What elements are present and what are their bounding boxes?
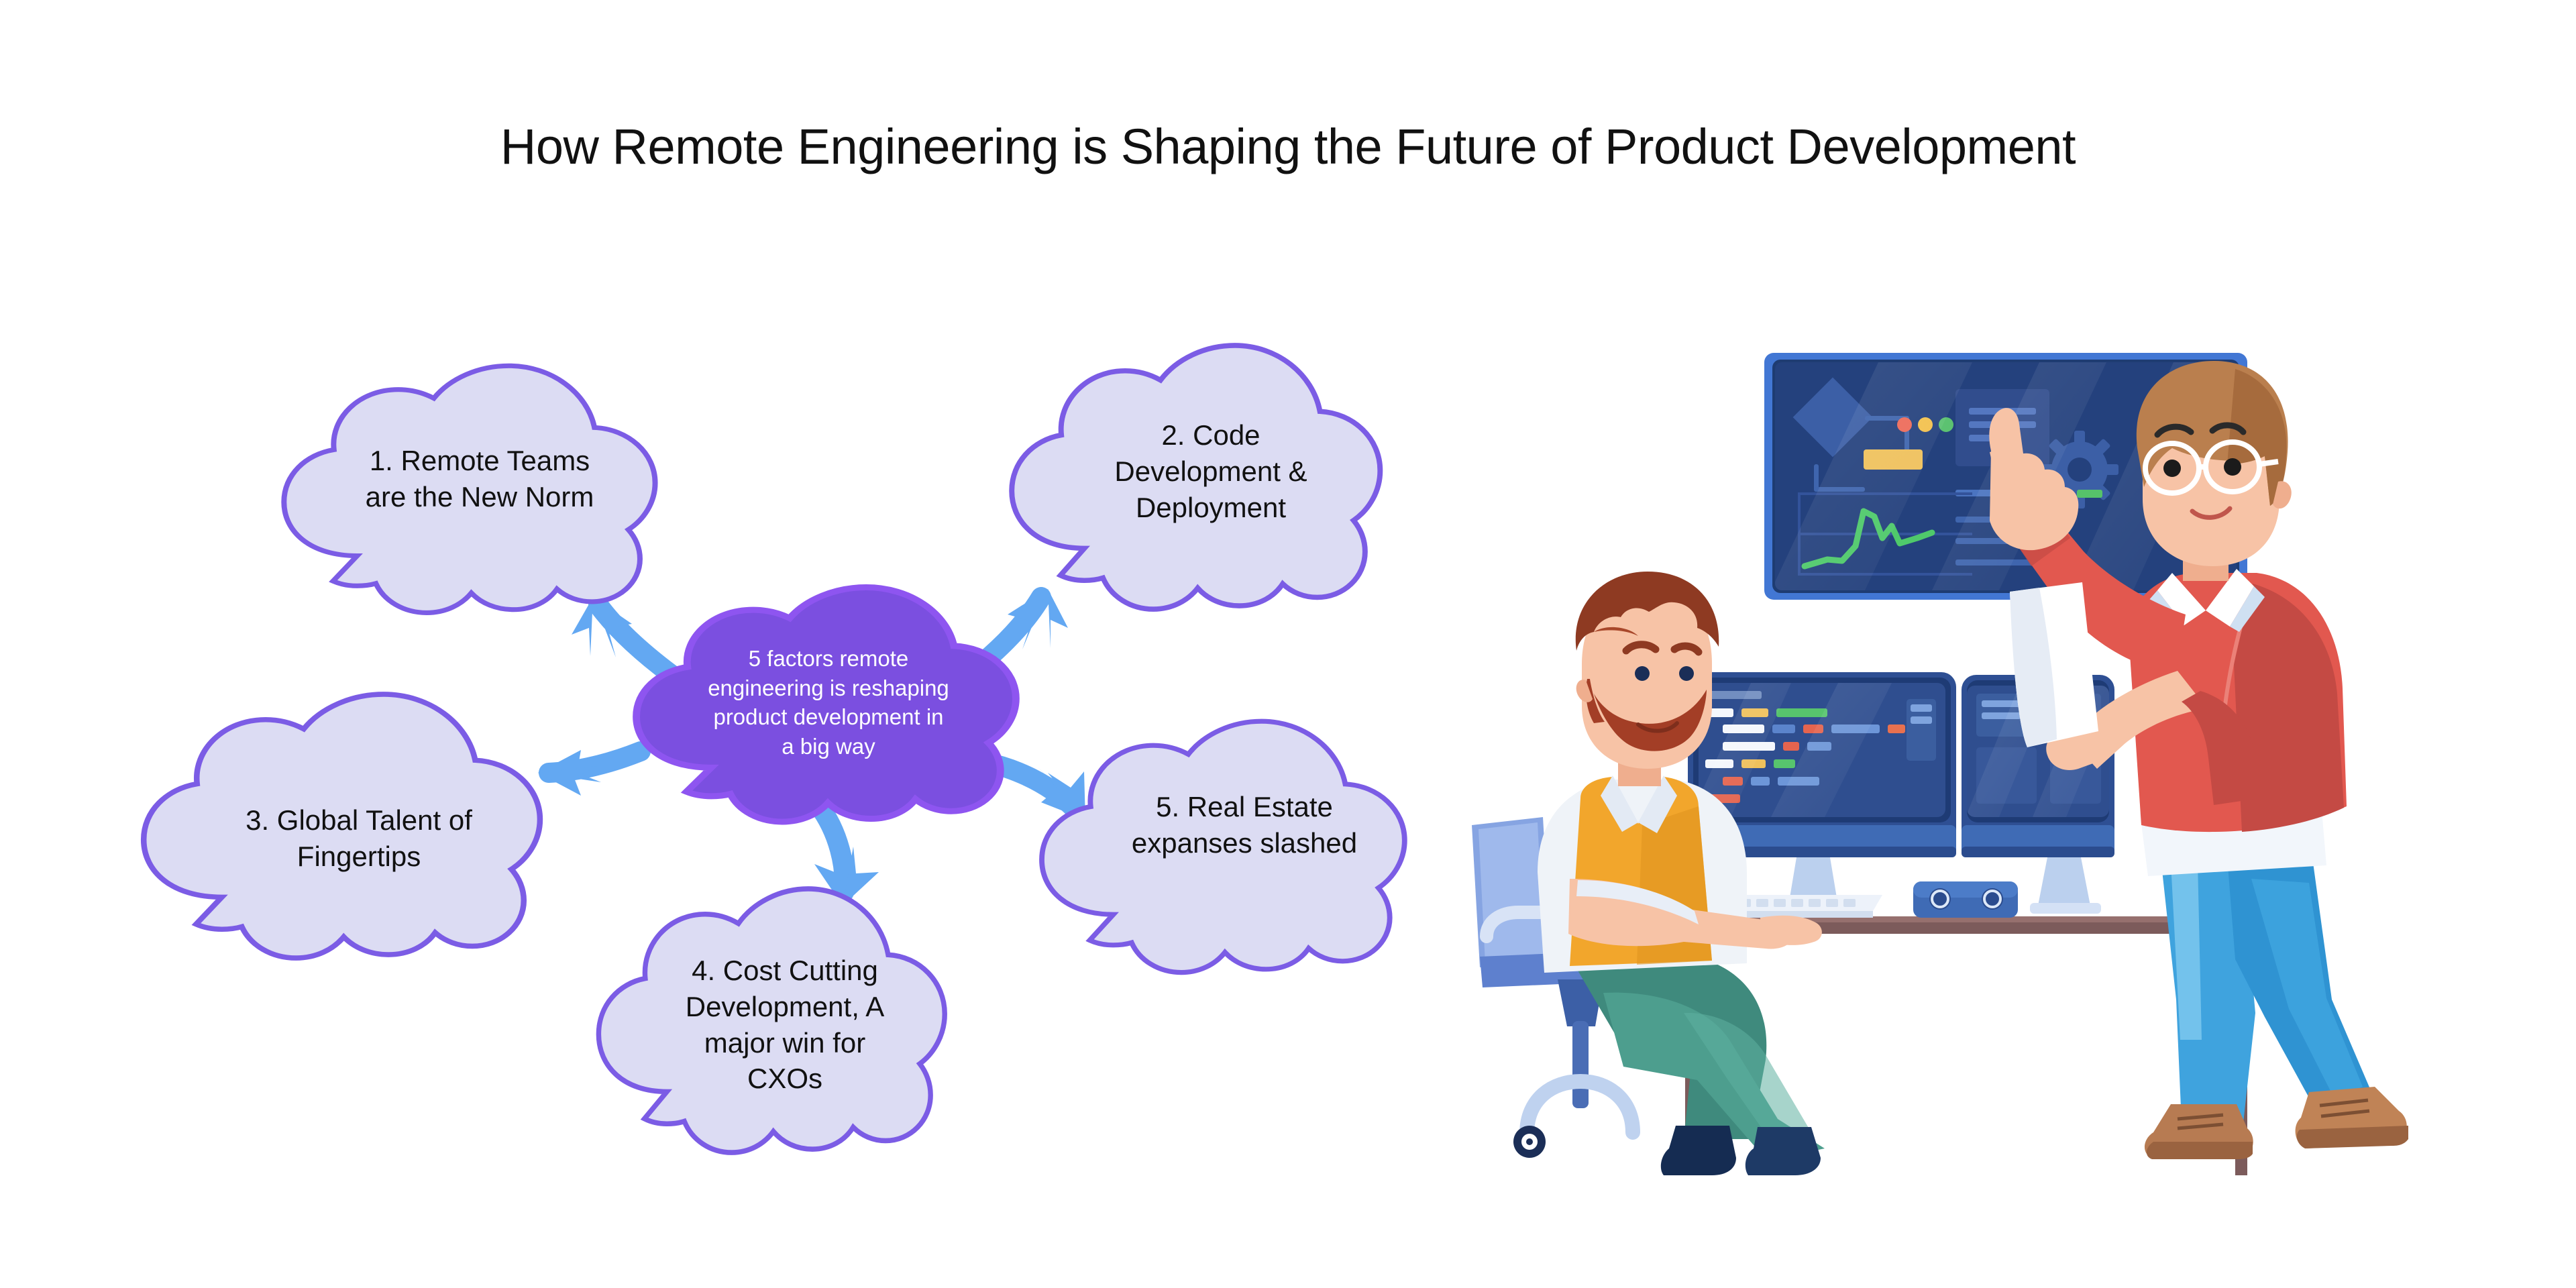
cloud-node-5[interactable]	[1042, 721, 1405, 972]
cloud-node-1[interactable]	[284, 366, 655, 612]
center-cloud-node[interactable]	[637, 588, 1016, 822]
illustration-canvas	[1472, 353, 2408, 1175]
seated-developer	[1538, 572, 1825, 1175]
cloud-node-2[interactable]	[1012, 345, 1380, 609]
page-title: How Remote Engineering is Shaping the Fu…	[500, 119, 2076, 174]
arrow-to-cloud-1	[572, 595, 681, 684]
arrow-to-cloud-3	[538, 741, 651, 796]
cloud-mindmap-diagram: 1. Remote Teams are the New Norm 2. Code…	[0, 0, 1529, 1288]
arrow-to-cloud-4	[808, 795, 879, 906]
dual-monitors	[1688, 672, 2114, 914]
cloud-node-4[interactable]	[598, 889, 945, 1152]
desk-speaker	[1913, 881, 2018, 918]
office-illustration	[1462, 288, 2536, 1187]
standing-manager	[1989, 361, 2408, 1159]
cloud-node-3[interactable]	[144, 694, 540, 958]
diagram-canvas	[0, 0, 1529, 1288]
